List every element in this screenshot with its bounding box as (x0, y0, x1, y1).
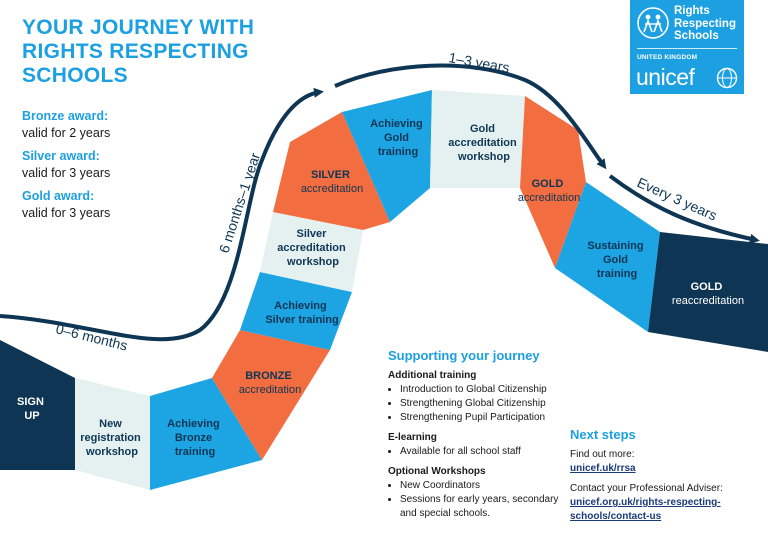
list-item: Strengthening Global Citizenship (400, 397, 568, 411)
supporting-your-journey: Supporting your journey Additional train… (388, 349, 568, 523)
label-0-6-months: 0–6 months (54, 320, 129, 353)
stage-new-registration: New registration workshop (80, 418, 144, 458)
stage-achieving-bronze: Achieving Bronze training (167, 418, 223, 458)
stage-silver-accreditation: SILVER accreditation (301, 169, 363, 195)
optional-workshops-title: Optional Workshops (388, 466, 486, 477)
award-gold: Gold award: valid for 3 years (22, 188, 110, 222)
contact-adviser-label: Contact your Professional Adviser: (570, 483, 723, 494)
segment-achieving-bronze (150, 378, 262, 490)
stage-sign-up: SIGN UP (17, 396, 47, 422)
label-6-months-1-year: 6 months–1 year (216, 150, 264, 254)
award-validity: valid for 3 years (22, 166, 111, 180)
list-item: Available for all school staff (400, 445, 568, 459)
logo-rrs-text: Rights Respecting Schools (674, 5, 736, 42)
children-globe-icon (637, 7, 669, 39)
logo-country: UNITED KINGDOM (637, 54, 698, 61)
stage-sustaining-gold: Sustaining Gold training (587, 240, 646, 280)
segment-achieving-silver (240, 272, 352, 350)
page-title: YOUR JOURNEY WITH RIGHTS RESPECTING SCHO… (22, 16, 255, 87)
award-label: Bronze award: (22, 109, 109, 123)
label-1-3-years: 1–3 years (447, 49, 510, 75)
list-item: Sessions for early years, secondary and … (400, 493, 568, 521)
support-heading: Supporting your journey (388, 348, 540, 363)
segment-gold-workshop (430, 90, 525, 188)
award-bronze: Bronze award: valid for 2 years (22, 108, 110, 142)
timeline-arrow (0, 87, 324, 342)
rrs-unicef-logo: Rights Respecting Schools UNITED KINGDOM… (630, 0, 744, 94)
contact-us-link[interactable]: unicef.org.uk/rights-respecting-schools/… (570, 497, 721, 522)
additional-training-title: Additional training (388, 370, 477, 381)
award-validity: valid for 2 years (22, 126, 111, 140)
stage-gold-workshop: Gold accreditation workshop (448, 123, 520, 163)
award-validity: valid for 3 years (22, 206, 111, 220)
segment-silver-accreditation (273, 112, 390, 230)
next-steps: Next steps Find out more: unicef.uk/rrsa… (570, 428, 760, 530)
stage-achieving-gold: Achieving Gold training (370, 118, 426, 158)
segment-bronze-accreditation (212, 330, 330, 460)
segment-sustaining-gold (555, 182, 660, 332)
unicef-emblem-icon (716, 67, 738, 89)
list-item: Introduction to Global Citizenship (400, 383, 568, 397)
contact-us-link-line1: unicef.org.uk/rights-respecting- (570, 497, 721, 508)
stage-bronze-accreditation: BRONZE accreditation (239, 370, 301, 396)
list-item: New Coordinators (400, 479, 568, 493)
segment-silver-workshop (260, 212, 363, 292)
stage-silver-workshop: Silver accreditation workshop (277, 228, 349, 268)
segment-achieving-gold (342, 90, 432, 222)
stage-gold-accreditation: GOLD accreditation (518, 178, 580, 204)
stage-gold-reaccreditation: GOLD reaccreditation (672, 281, 744, 307)
elearning-list: Available for all school staff (388, 445, 568, 459)
timeline-arrow-3 (608, 174, 760, 244)
award-label: Gold award: (22, 189, 95, 203)
additional-training-list: Introduction to Global Citizenship Stren… (388, 383, 568, 425)
contact-us-link-line2: schools/contact-us (570, 511, 662, 522)
next-steps-heading: Next steps (570, 427, 636, 442)
logo-divider (637, 48, 737, 49)
segment-gold-accreditation (520, 96, 586, 268)
logo-unicef-wordmark: unicef (636, 64, 695, 90)
find-out-more-label: Find out more: (570, 449, 635, 460)
segment-sign-up (0, 340, 75, 470)
timeline-arrow-2 (334, 63, 607, 170)
award-validity-list: Bronze award: valid for 2 years Silver a… (22, 108, 110, 228)
elearning-title: E-learning (388, 432, 437, 443)
stage-achieving-silver: Achieving Silver training (265, 300, 338, 326)
award-silver: Silver award: valid for 3 years (22, 148, 110, 182)
list-item: Strengthening Pupil Participation (400, 411, 568, 425)
segment-new-registration (75, 378, 150, 490)
rrsa-link[interactable]: unicef.uk/rrsa (570, 463, 636, 474)
segment-gold-reaccreditation (648, 232, 768, 352)
award-label: Silver award: (22, 149, 100, 163)
optional-workshops-list: New Coordinators Sessions for early year… (388, 479, 568, 521)
